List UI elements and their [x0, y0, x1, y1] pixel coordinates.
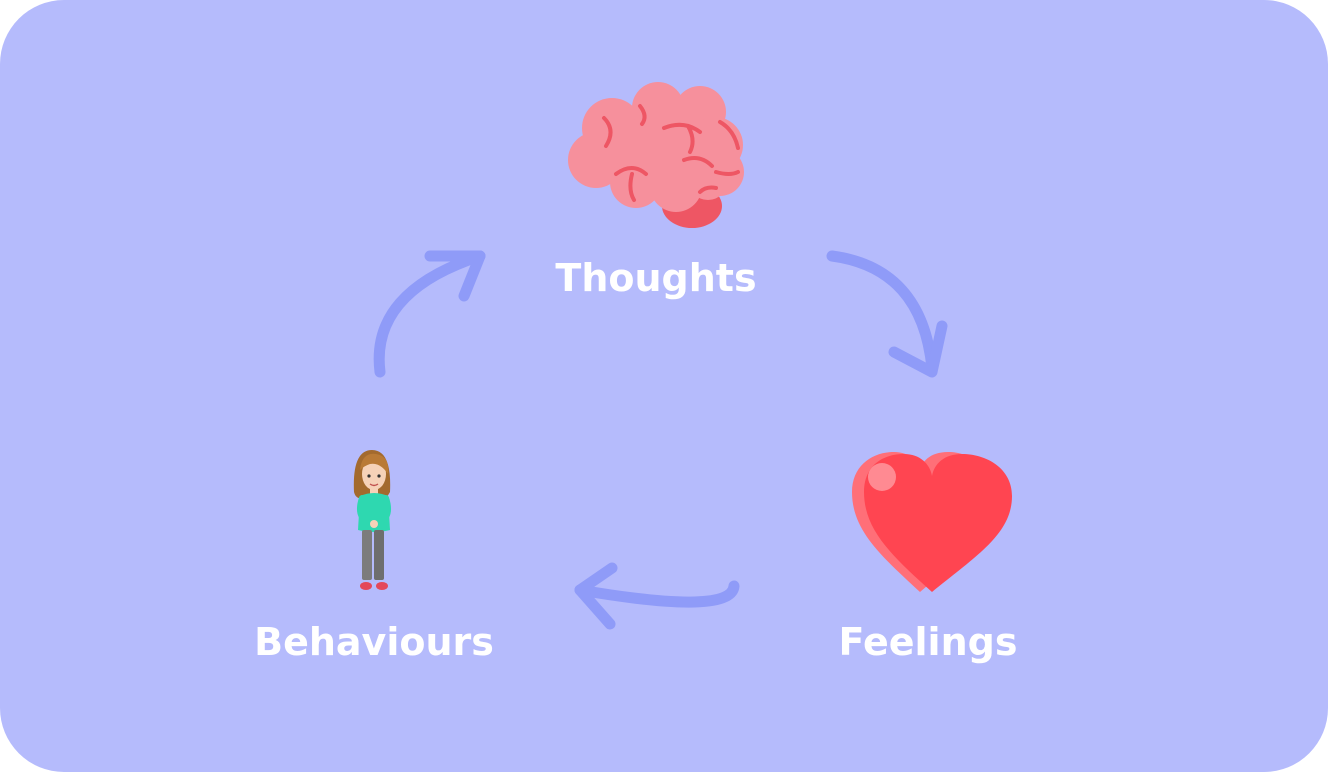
brain-icon — [568, 82, 744, 228]
node-label-thoughts: Thoughts — [555, 256, 757, 300]
node-label-behaviours: Behaviours — [254, 620, 494, 664]
arrow-behaviours-to-thoughts — [373, 250, 486, 378]
heart-icon — [852, 452, 1012, 592]
node-label-feelings: Feelings — [838, 620, 1018, 664]
girl-figure-icon — [353, 450, 391, 590]
arrow-feelings-to-behaviours — [574, 562, 740, 630]
arrow-thoughts-to-feelings — [826, 250, 948, 378]
